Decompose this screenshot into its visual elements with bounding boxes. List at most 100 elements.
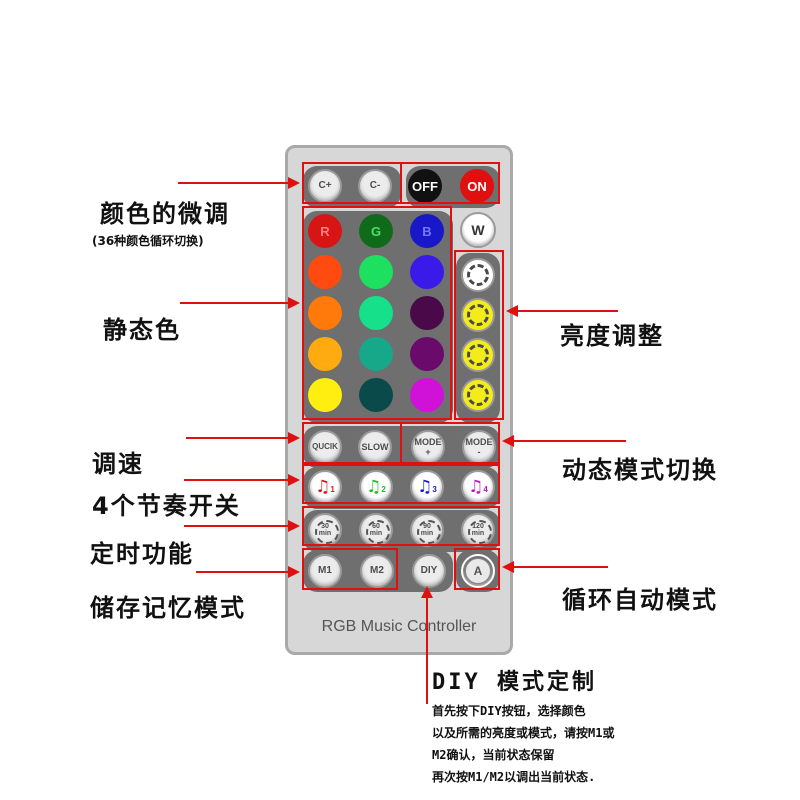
brightness-button[interactable] [461,338,495,372]
remote-controller: C+ C- OFF ON W QUCIK SLOW MODE + MODE - … [285,145,513,655]
box-speed [302,422,402,464]
box-brightness [454,250,504,420]
off-button[interactable]: OFF [408,169,442,203]
color-button[interactable]: G [359,214,393,248]
color-minus-button[interactable]: C- [358,169,392,203]
label-fine-tune-sub: (36种颜色循环切换) [92,234,204,248]
brightness-icon [467,304,489,326]
rhythm-button[interactable]: ♫3 [410,470,444,504]
label-auto-cycle: 循环自动模式 [562,586,718,614]
arrow-diy [426,594,428,704]
color-button[interactable] [410,378,444,412]
timer-dial-icon [468,520,492,544]
diy-line-4: 再次按M1/M2以调出当前状态. [432,770,596,784]
box-timer [302,506,500,546]
brightness-icon [467,344,489,366]
brightness-button[interactable] [461,378,495,412]
label-mode-switch: 动态模式切换 [562,456,718,484]
color-button[interactable] [359,296,393,330]
remote-title: RGB Music Controller [321,618,477,635]
arrow-auto [502,561,608,573]
color-button[interactable] [308,337,342,371]
rhythm-button[interactable]: ♫1 [308,470,342,504]
timer-unit: min [420,530,434,537]
timer-unit: min [471,530,485,537]
color-button[interactable] [308,296,342,330]
quick-label: QUCIK [312,442,338,451]
label-memory: 储存记忆模式 [90,594,246,622]
arrow-mode [502,435,626,447]
music-note-icon: ♫ [417,477,433,497]
rhythm-number: 4 [483,485,488,494]
color-button[interactable] [410,296,444,330]
m1-button[interactable]: M1 [308,554,342,588]
color-button[interactable] [308,378,342,412]
color-button[interactable] [410,337,444,371]
m2-label: M2 [370,565,384,576]
color-button[interactable]: B [410,214,444,248]
arrow-diy-head [421,586,433,598]
white-label: W [471,222,485,238]
label-rhythm: 4个节奏开关 [92,492,241,520]
box-rhythm [302,464,500,504]
arrow-rhythm [184,474,300,486]
brightness-button[interactable] [461,258,495,292]
color-button[interactable] [308,255,342,289]
arrow-static-color [180,297,300,309]
music-note-icon: ♫ [468,477,484,497]
timer-dial-icon [417,520,441,544]
on-button[interactable]: ON [460,169,494,203]
rhythm-button[interactable]: ♫4 [461,470,495,504]
slow-label: SLOW [361,442,389,452]
diy-line-1: 首先按下DIY按钮，选择颜色 [432,704,586,718]
color-button[interactable] [410,255,444,289]
arrow-fine-tune [178,177,300,189]
box-auto [454,548,500,590]
diy-label: DIY [420,565,438,576]
timer-value: 30 [321,523,329,530]
diy-button[interactable]: DIY [412,554,446,588]
color-button-label: G [370,223,382,239]
timer-value: 120 [472,523,484,530]
timer-value: 90 [423,523,431,530]
diy-description: 首先按下DIY按钮，选择颜色 以及所需的亮度或模式，请按M1或 M2确认，当前状… [432,700,614,788]
mode-minus-button[interactable]: MODE - [462,430,496,464]
m1-label: M1 [318,565,332,576]
box-fine-tune [302,162,402,204]
diy-line-2: 以及所需的亮度或模式，请按M1或 [432,726,615,740]
m2-button[interactable]: M2 [360,554,394,588]
box-color-grid [302,206,452,420]
off-label: OFF [412,178,438,194]
music-note-icon: ♫ [315,477,331,497]
label-fine-tune: 颜色的微调 [100,200,230,228]
label-timer: 定时功能 [90,540,194,568]
music-note-icon: ♫ [366,477,382,497]
box-memory [302,548,398,590]
brightness-icon [467,264,489,286]
color-button[interactable]: R [308,214,342,248]
timer-value: 60 [372,523,380,530]
color-button[interactable] [359,378,393,412]
mode-minus-sign: - [477,447,481,457]
auto-button[interactable]: A [461,554,495,588]
box-power [400,162,500,204]
mode-minus-label: MODE [465,437,493,447]
color-button-label: B [422,223,432,239]
auto-label: A [473,564,483,578]
label-static-color: 静态色 [103,316,181,344]
color-button[interactable] [359,337,393,371]
color-minus-label: C- [369,180,381,191]
white-button[interactable]: W [460,212,496,248]
color-plus-button[interactable]: C+ [308,169,342,203]
timer-unit: min [318,530,332,537]
arrow-brightness [506,305,618,317]
box-mode [400,422,500,464]
arrow-speed [186,432,300,444]
color-button[interactable] [359,255,393,289]
brightness-button[interactable] [461,298,495,332]
slow-button[interactable]: SLOW [358,430,392,464]
